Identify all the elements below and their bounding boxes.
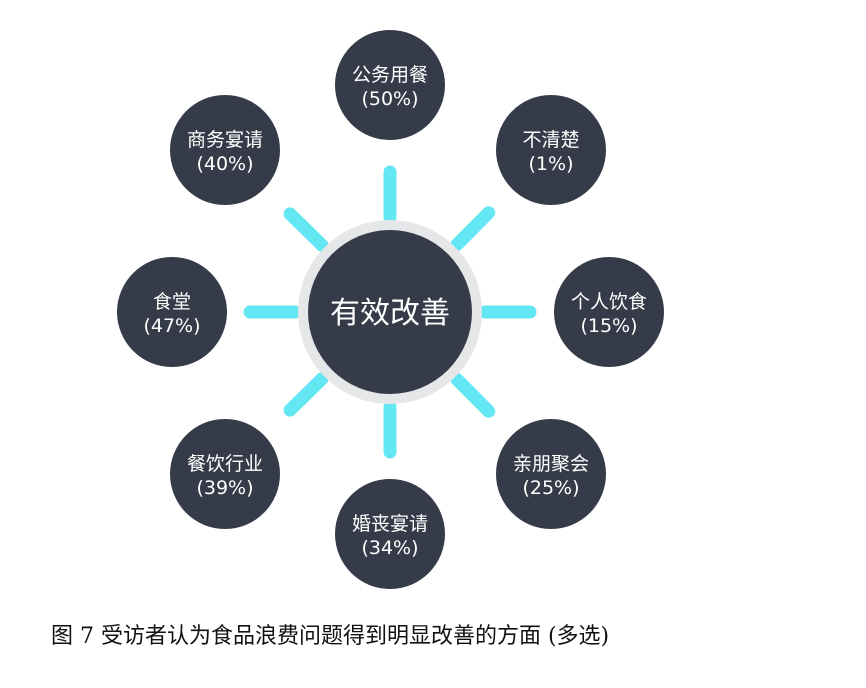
node-circle [496, 419, 606, 529]
node-value: (25%) [522, 477, 579, 499]
nodes: 公务用餐(50%)不清楚(1%)个人饮食(15%)亲朋聚会(25%)婚丧宴请(3… [117, 30, 664, 589]
node-value: (50%) [361, 88, 418, 110]
node-name: 婚丧宴请 [352, 512, 428, 535]
node-name: 公务用餐 [352, 64, 428, 86]
node-name: 餐饮行业 [187, 453, 263, 475]
node-value: (34%) [361, 537, 418, 559]
spoke [450, 206, 496, 252]
node: 公务用餐(50%) [335, 30, 445, 140]
node-circle [117, 257, 227, 367]
node-name: 亲朋聚会 [513, 453, 589, 475]
node-name: 不清楚 [522, 129, 579, 151]
node: 婚丧宴请(34%) [335, 479, 445, 589]
center-circle [308, 230, 472, 394]
node: 餐饮行业(39%) [170, 419, 280, 529]
spoke [450, 372, 496, 418]
node-circle [496, 95, 606, 205]
node: 食堂(47%) [117, 257, 227, 367]
node: 亲朋聚会(25%) [496, 419, 606, 529]
spoke [283, 372, 329, 417]
node-value: (1%) [529, 153, 574, 175]
node-value: (47%) [143, 315, 200, 337]
spokes [243, 165, 537, 459]
node-value: (40%) [196, 153, 253, 175]
node: 商务宴请(40%) [170, 95, 280, 205]
node: 个人饮食(15%) [554, 257, 664, 367]
node-circle [170, 419, 280, 529]
node-circle [170, 95, 280, 205]
node-circle [335, 479, 445, 589]
spoke [283, 207, 329, 252]
center-label: 有效改善 [330, 296, 450, 331]
node-circle [335, 30, 445, 140]
node-value: (15%) [580, 315, 637, 337]
node-name: 商务宴请 [187, 128, 263, 151]
node-circle [554, 257, 664, 367]
node-name: 食堂 [153, 291, 191, 313]
figure-caption: 图 7 受访者认为食品浪费问题得到明显改善的方面 (多选) [51, 624, 610, 649]
node-value: (39%) [196, 477, 253, 499]
node: 不清楚(1%) [496, 95, 606, 205]
node-name: 个人饮食 [571, 291, 647, 313]
